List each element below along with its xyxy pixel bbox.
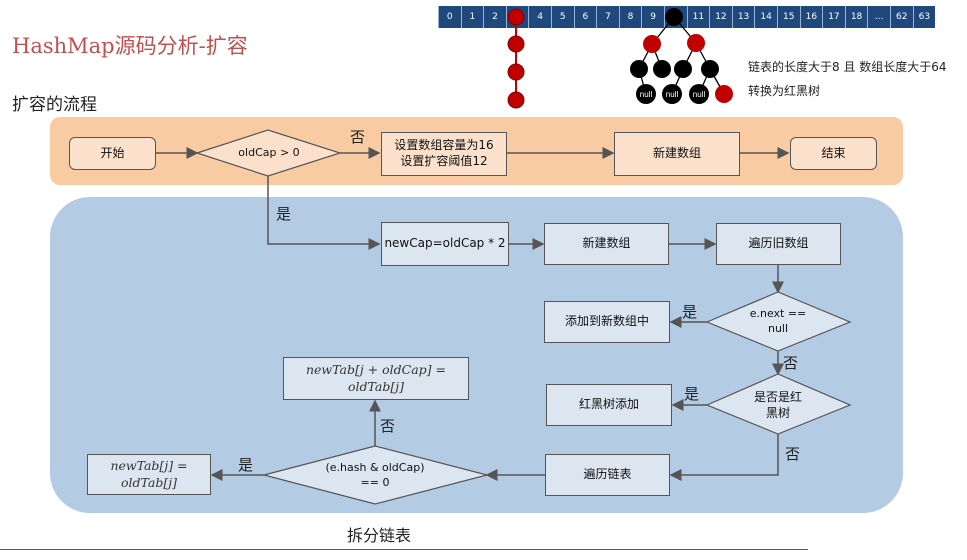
array-cell: 15 xyxy=(777,6,800,28)
array-cell: 18 xyxy=(844,6,868,28)
assign-j-line-1: newTab[j] = xyxy=(110,458,188,474)
array-cell: 8 xyxy=(618,6,642,28)
traverse-list-box: 遍历链表 xyxy=(545,454,670,496)
array-cell: 2 xyxy=(483,6,506,28)
array-cell: 4 xyxy=(528,6,551,28)
end-node: 结束 xyxy=(790,137,877,170)
traverse-old-array-box: 遍历旧数组 xyxy=(716,223,841,265)
array-cell: 14 xyxy=(754,6,777,28)
null-label: null xyxy=(666,90,679,99)
redblack-add-box: 红黑树添加 xyxy=(546,384,672,426)
null-label: null xyxy=(693,90,706,99)
tree-node xyxy=(653,60,671,78)
hash-no-label: 否 xyxy=(380,417,396,435)
enext-no-label: 否 xyxy=(783,354,799,372)
decision-redblack-text: 是否是红 黑树 xyxy=(738,388,818,422)
list-node xyxy=(507,8,525,26)
newcap-box: newCap=oldCap * 2 xyxy=(381,222,509,266)
tree-node xyxy=(665,8,683,26)
enext-line-2: null xyxy=(767,322,789,335)
assign-jo-line-1: newTab[j + oldCap] = xyxy=(305,362,446,378)
enext-line-1: e.next == xyxy=(749,307,807,321)
split-list-caption: 拆分链表 xyxy=(347,526,412,545)
bottom-divider xyxy=(0,549,808,550)
decision-enext xyxy=(705,291,852,352)
hash-line-1: (e.hash & oldCap) xyxy=(325,461,425,475)
tree-node xyxy=(701,60,719,78)
array-cell: 16 xyxy=(799,6,823,28)
decision-hash xyxy=(261,445,490,505)
yes-label: 是 xyxy=(276,205,292,223)
decision-oldcap-text: oldCap > 0 xyxy=(238,145,300,159)
new-array-box-top: 新建数组 xyxy=(614,132,740,176)
hash-line-2: == 0 xyxy=(360,476,390,489)
assign-j-line-2: oldTab[j] xyxy=(121,474,177,490)
bucket-illustration: null null null xyxy=(507,8,733,109)
tree-null-node xyxy=(636,84,656,104)
array-cell: 0 xyxy=(438,6,461,28)
section-subtitle: 扩容的流程 xyxy=(12,95,97,115)
assign-jo-line-2: oldTab[j] xyxy=(348,378,404,394)
decision-oldcap xyxy=(195,129,342,177)
array-cell: 7 xyxy=(596,6,619,28)
enext-yes-label: 是 xyxy=(682,303,698,321)
tree-node xyxy=(643,35,661,53)
assign-j-box: newTab[j] = oldTab[j] xyxy=(87,454,211,495)
tree-node xyxy=(687,34,705,52)
start-node: 开始 xyxy=(69,137,156,170)
null-label: null xyxy=(640,90,653,99)
array-cell: 6 xyxy=(573,6,597,28)
tree-null-node xyxy=(689,84,709,104)
no-label: 否 xyxy=(350,128,366,146)
rb-line-1: 是否是红 xyxy=(753,389,802,404)
decision-redblack xyxy=(705,373,852,435)
init-line-2: 设置扩容阈值12 xyxy=(400,154,488,168)
assign-j-oldcap-box: newTab[j + oldCap] = oldTab[j] xyxy=(283,357,469,400)
array-cell: 63 xyxy=(912,6,936,28)
rb-no-label: 否 xyxy=(785,445,801,463)
tree-node xyxy=(715,85,733,103)
add-to-new-array-box: 添加到新数组中 xyxy=(544,301,670,343)
decision-enext-text: e.next == null xyxy=(738,306,818,338)
array-cell: 12 xyxy=(709,6,732,28)
tree-note-line2: 转换为红黑树 xyxy=(748,84,821,98)
tree-null-node xyxy=(662,84,682,104)
decision-hash-text: (e.hash & oldCap) == 0 xyxy=(316,460,434,492)
array-cell: 5 xyxy=(551,6,574,28)
array-cell: 13 xyxy=(731,6,755,28)
array-cell: 1 xyxy=(460,6,484,28)
rb-yes-label: 是 xyxy=(684,385,700,403)
array-cell: 9 xyxy=(641,6,664,28)
array-cell: 11 xyxy=(686,6,710,28)
array-cell: ... xyxy=(867,6,890,28)
list-node xyxy=(507,91,525,109)
init-capacity-box: 设置数组容量为16 设置扩容阈值12 xyxy=(381,132,507,176)
rb-line-2: 黑树 xyxy=(765,406,790,420)
array-cell: 17 xyxy=(822,6,845,28)
array-cell: 62 xyxy=(890,6,913,28)
tree-node xyxy=(674,60,692,78)
tree-node xyxy=(630,60,648,78)
list-node xyxy=(507,35,525,53)
init-line-1: 设置数组容量为16 xyxy=(394,138,494,153)
page-title: HashMap源码分析-扩容 xyxy=(12,34,248,58)
new-array-box: 新建数组 xyxy=(544,223,669,265)
tree-note-line1: 链表的长度大于8 且 数组长度大于64 xyxy=(748,60,947,74)
hash-yes-label: 是 xyxy=(238,456,254,474)
list-node xyxy=(507,63,525,81)
